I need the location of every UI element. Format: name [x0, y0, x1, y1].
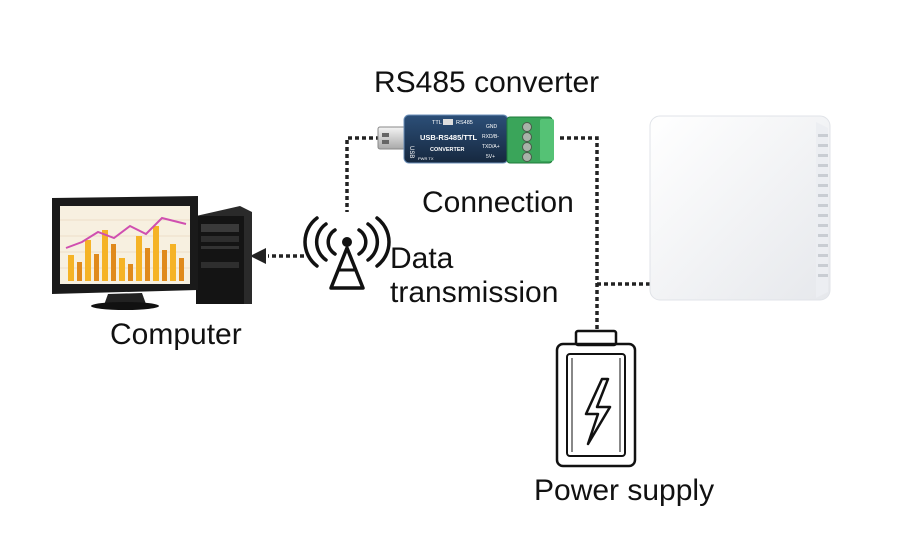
data-transmission-label: Data transmission [390, 242, 558, 310]
converter-label: RS485 converter [374, 66, 600, 99]
pin-label: RXD/B- [482, 134, 499, 140]
line-converter-to-power [560, 136, 599, 330]
sensor-vents [818, 134, 828, 277]
antenna-icon [303, 216, 391, 290]
converter-body [404, 115, 508, 163]
rs485-converter: USB TTL RS485 USB-RS485/TTL CONVERTER PW… [377, 114, 554, 164]
arrow-to-computer [250, 248, 266, 264]
pin-label: TXD/A+ [482, 144, 500, 150]
pin-label: 5V+ [486, 154, 495, 160]
converter-sub-text: CONVERTER [430, 147, 465, 153]
power-supply-label: Power supply [534, 474, 715, 507]
monitor [52, 196, 198, 310]
converter-main-text: USB-RS485/TTL [420, 133, 478, 142]
converter-usb-text: USB [408, 146, 414, 158]
screen-bar-chart [65, 216, 187, 281]
computer-label: Computer [110, 318, 242, 351]
converter-pin-labels: GND RXD/B- TXD/A+ 5V+ [482, 124, 500, 160]
computer-illustration [52, 196, 252, 310]
line-converter-to-antenna [345, 136, 380, 212]
sensor-box [649, 115, 831, 301]
pin-label: GND [486, 124, 498, 130]
data-transmission-line1: Data [390, 242, 454, 275]
connection-lines [268, 136, 656, 330]
battery-icon [555, 329, 637, 468]
converter-ttl-text: TTL [432, 120, 442, 126]
data-transmission-line2: transmission [390, 276, 559, 309]
converter-rs485-text: RS485 [456, 120, 473, 126]
connection-label: Connection [422, 186, 574, 219]
pc-tower [196, 206, 252, 304]
converter-leds-text: PWR TX [418, 156, 434, 161]
lightning-icon [584, 377, 612, 446]
